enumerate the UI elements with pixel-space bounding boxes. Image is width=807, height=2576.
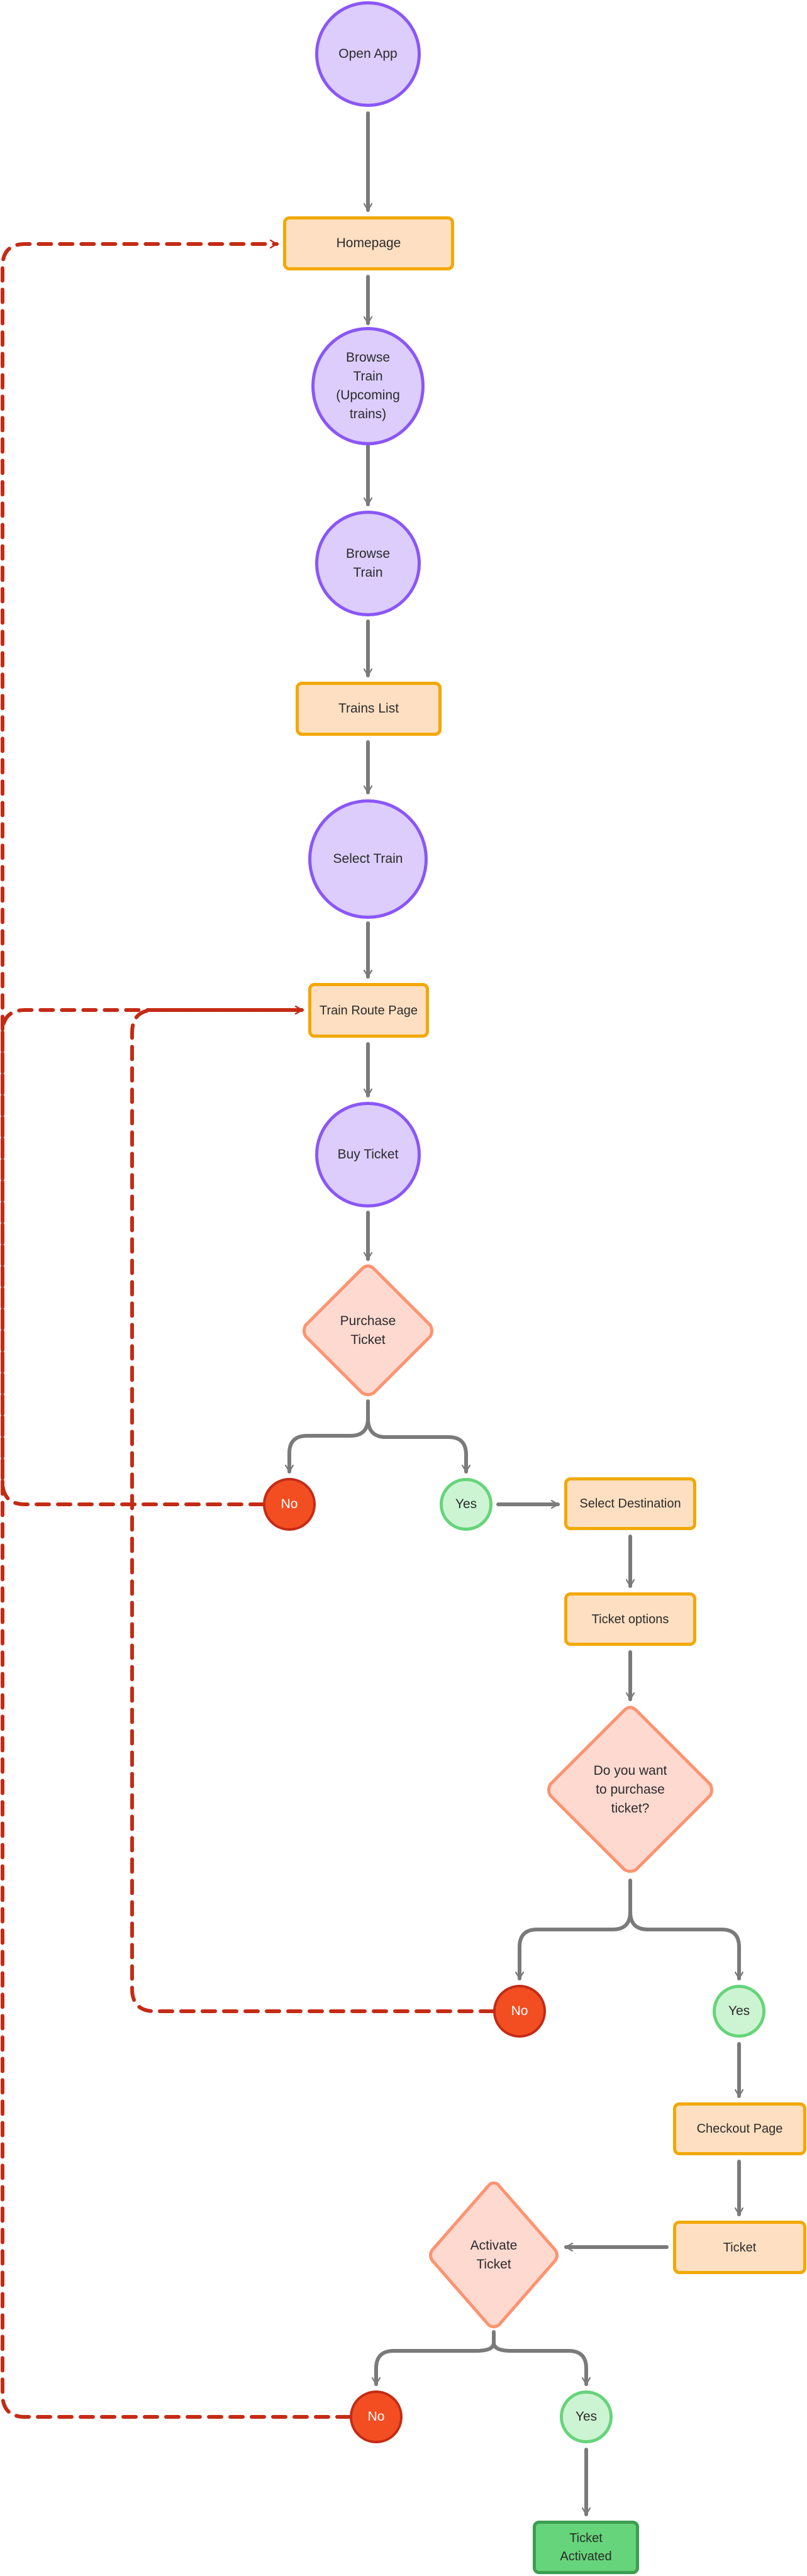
node-yes-purchase-label: Yes: [455, 1497, 477, 1511]
node-no-want-purchase[interactable]: No: [493, 1985, 546, 2038]
decision-diamond-shape: [303, 1264, 433, 1396]
node-select-destination-label: Select Destination: [579, 1497, 681, 1511]
node-browse-train-upcoming[interactable]: Browse Train (Upcoming trains): [311, 327, 425, 445]
node-buy-ticket-label: Buy Ticket: [337, 1147, 399, 1162]
node-yes-activate-label: Yes: [575, 2409, 598, 2424]
node-buy-ticket[interactable]: Buy Ticket: [315, 1102, 421, 1208]
node-select-train-label: Select Train: [333, 852, 403, 866]
node-checkout-page-label: Checkout Page: [696, 2122, 783, 2136]
node-ticket-options-label: Ticket options: [591, 1612, 669, 1626]
node-no-purchase[interactable]: No: [263, 1478, 316, 1531]
edge-activate-yes3: [492, 2341, 586, 2386]
decision-diamond-shape: [429, 2181, 559, 2328]
node-select-train[interactable]: Select Train: [308, 799, 428, 919]
node-no-activate-label: No: [367, 2409, 385, 2424]
node-no-purchase-label: No: [281, 1497, 298, 1511]
node-yes-activate[interactable]: Yes: [560, 2390, 613, 2443]
decision-purchase-ticket-label: Purchase Ticket: [340, 1314, 396, 1347]
node-select-destination[interactable]: Select Destination: [564, 1477, 696, 1530]
decision-want-purchase-label: Do you want to purchase ticket?: [593, 1763, 667, 1816]
node-browse-train-upcoming-label: Browse Train (Upcoming trains): [336, 350, 400, 421]
node-train-route-page-label: Train Route Page: [319, 1003, 418, 1018]
edge-purchase-no1: [289, 1399, 370, 1474]
edge-wantpurchase-yes2: [628, 1910, 739, 1980]
decision-activate-ticket-label: Activate Ticket: [470, 2238, 518, 2272]
node-open-app[interactable]: Open App: [315, 1, 421, 107]
edge-purchase-yes1: [366, 1416, 466, 1474]
decision-purchase-ticket[interactable]: Purchase Ticket: [300, 1263, 436, 1399]
loopback-no3-routepage: [1, 1010, 352, 2419]
node-browse-train[interactable]: Browse Train: [315, 511, 421, 616]
node-open-app-label: Open App: [338, 47, 398, 61]
node-ticket-activated[interactable]: Ticket Activated: [533, 2521, 639, 2574]
node-train-route-page[interactable]: Train Route Page: [308, 983, 429, 1038]
node-yes-purchase[interactable]: Yes: [440, 1478, 493, 1531]
node-homepage[interactable]: Homepage: [283, 216, 454, 270]
decision-diamond-shape: [547, 1706, 713, 1873]
node-browse-train-label: Browse Train: [345, 547, 391, 580]
node-ticket[interactable]: Ticket: [673, 2221, 806, 2274]
loopback-no1-homepage: [1, 244, 279, 1506]
node-trains-list[interactable]: Trains List: [296, 682, 442, 736]
node-checkout-page[interactable]: Checkout Page: [673, 2102, 806, 2155]
node-no-want-purchase-label: No: [511, 2004, 528, 2018]
loopback-no2-routepage: [130, 1010, 495, 2013]
node-ticket-activated-label: Ticket Activated: [560, 2531, 612, 2563]
edge-wantpurchase-no2: [520, 1879, 632, 1980]
node-yes-want-purchase[interactable]: Yes: [713, 1985, 765, 2038]
node-no-activate[interactable]: No: [350, 2390, 403, 2443]
node-trains-list-label: Trains List: [338, 701, 399, 716]
node-ticket-options[interactable]: Ticket options: [564, 1592, 696, 1646]
node-yes-want-purchase-label: Yes: [728, 2004, 750, 2018]
decision-activate-ticket[interactable]: Activate Ticket: [426, 2180, 561, 2331]
node-homepage-label: Homepage: [336, 236, 401, 250]
node-ticket-label: Ticket: [723, 2240, 757, 2255]
edge-activate-no3: [376, 2330, 496, 2386]
decision-want-purchase[interactable]: Do you want to purchase ticket?: [545, 1704, 716, 1875]
